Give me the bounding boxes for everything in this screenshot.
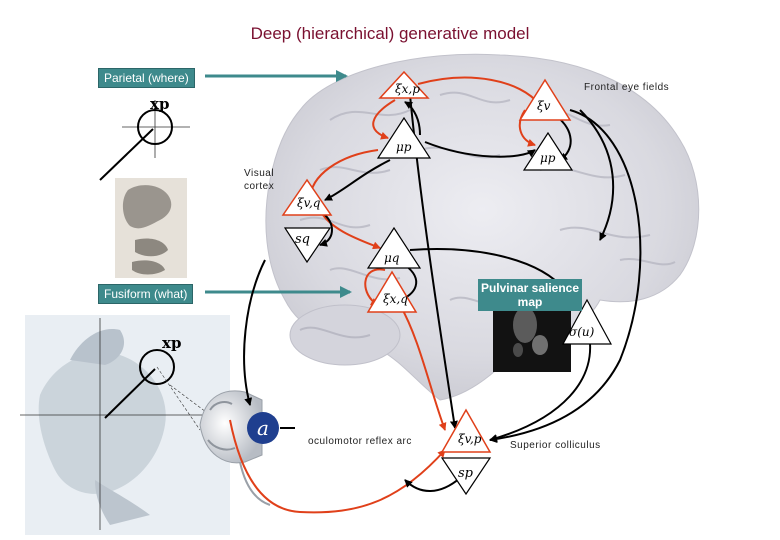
node-xi-v: ξv bbox=[518, 78, 572, 121]
superior-colliculus-label: Superior colliculus bbox=[510, 440, 601, 451]
x-p-bottom-label: xp bbox=[162, 334, 181, 352]
svg-text:μq: μq bbox=[384, 251, 400, 265]
svg-text:μp: μp bbox=[540, 151, 556, 165]
pulvinar-label: Pulvinar salience map bbox=[478, 279, 582, 311]
node-mu-p2: μp bbox=[522, 131, 574, 171]
fusiform-label: Fusiform (what) bbox=[98, 284, 194, 304]
node-mu-q: μq bbox=[366, 226, 422, 269]
visual-cortex-label-line2: cortex bbox=[244, 181, 275, 192]
parietal-label: Parietal (where) bbox=[98, 68, 195, 88]
x-p-top-label: xp bbox=[150, 95, 169, 113]
svg-text:ξv,q: ξv,q bbox=[297, 196, 321, 210]
node-xi-xp: ξx,p bbox=[378, 70, 430, 99]
action-label: a bbox=[257, 416, 269, 440]
node-sigma-u: σ(u) bbox=[561, 298, 613, 345]
svg-text:μp: μp bbox=[396, 140, 412, 154]
node-xi-xq: ξx,q bbox=[366, 270, 418, 313]
svg-text:ξx,p: ξx,p bbox=[395, 82, 420, 96]
visual-cortex-label-line1: Visual bbox=[244, 168, 275, 179]
node-s-p: sp bbox=[440, 457, 492, 496]
node-s-q: sq bbox=[283, 227, 332, 264]
svg-text:ξv: ξv bbox=[537, 99, 551, 113]
svg-text:sq: sq bbox=[295, 232, 310, 247]
svg-text:sp: sp bbox=[458, 466, 474, 481]
action-node bbox=[247, 412, 279, 444]
frontal-eye-fields-label: Frontal eye fields bbox=[584, 82, 670, 93]
page-title: Deep (hierarchical) generative model bbox=[250, 24, 530, 43]
face-image-small bbox=[115, 178, 187, 278]
backward-connections bbox=[243, 94, 642, 492]
node-xi-vp: ξv,p bbox=[440, 408, 492, 453]
crosshair-where bbox=[99, 100, 190, 181]
node-mu-p1: μp bbox=[376, 116, 432, 159]
face-image-large bbox=[20, 315, 235, 535]
node-xi-vq: ξv,q bbox=[281, 178, 333, 216]
svg-text:ξv,p: ξv,p bbox=[458, 432, 482, 446]
oculomotor-label: oculomotor reflex arc bbox=[308, 436, 412, 447]
svg-text:ξx,q: ξx,q bbox=[383, 292, 408, 306]
svg-text:σ(u): σ(u) bbox=[569, 325, 595, 339]
